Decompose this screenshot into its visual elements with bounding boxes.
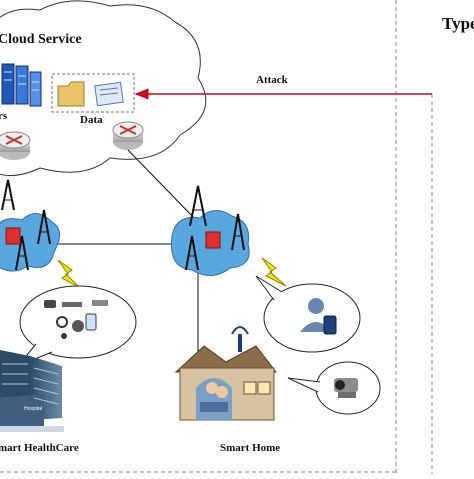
health-devices-bubble — [17, 285, 137, 367]
data-label: Data — [80, 114, 103, 126]
right-panel-title: Type — [442, 14, 474, 33]
link-line — [127, 149, 199, 223]
home-devices-bubble — [255, 275, 361, 353]
base-station-middle — [170, 185, 250, 276]
servers-icon — [1, 63, 42, 107]
smart-healthcare-label: mart HealthCare — [0, 442, 79, 454]
base-station-left — [0, 179, 60, 272]
smart-home-label: Smart Home — [220, 442, 281, 454]
hospital-building — [0, 350, 64, 432]
attack-label: Attack — [256, 74, 288, 86]
servers-label: rs — [0, 110, 8, 122]
smart-home-house — [174, 326, 278, 421]
router-icon — [112, 121, 144, 150]
cloud-service-title: Cloud Service — [0, 32, 82, 47]
wireless-bolt-icon — [57, 259, 81, 289]
hospital-sign: Hospital — [24, 406, 42, 412]
folder-icon — [57, 81, 85, 107]
data-box — [51, 73, 135, 113]
router-icon — [0, 131, 31, 160]
documents-icon — [94, 81, 124, 107]
wireless-bolt-icon — [261, 257, 287, 287]
camera-bubble — [287, 361, 381, 415]
